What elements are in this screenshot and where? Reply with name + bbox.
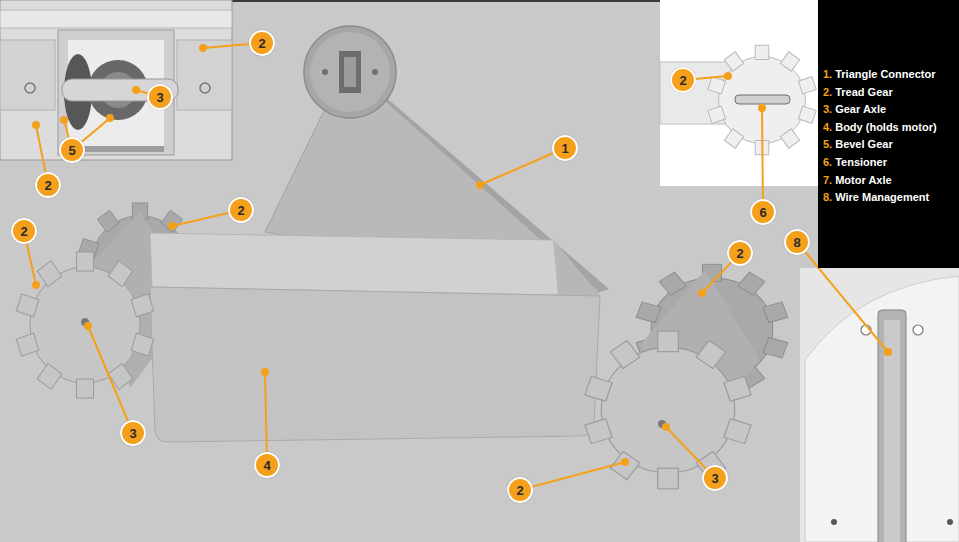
callout-number: 2 xyxy=(249,30,275,56)
callout-number: 2 xyxy=(35,172,61,198)
callout-number: 1 xyxy=(552,135,578,161)
bevel-gear-inset xyxy=(0,0,232,160)
legend-row: 3.Gear Axle xyxy=(823,101,955,119)
legend-number: 4. xyxy=(823,121,832,133)
callout-number: 5 xyxy=(59,137,85,163)
callout-number: 4 xyxy=(254,452,280,478)
callout-number: 2 xyxy=(727,240,753,266)
part-name: Tread Gear xyxy=(835,86,892,98)
callout-label: 3 xyxy=(711,472,718,485)
callout-label: 8 xyxy=(793,236,800,249)
legend-number: 3. xyxy=(823,103,832,115)
callout-label: 2 xyxy=(736,247,743,260)
callout-number: 2 xyxy=(507,477,533,503)
callout-number: 3 xyxy=(147,84,173,110)
legend-number: 5. xyxy=(823,138,832,150)
front-gears xyxy=(16,252,751,489)
callout-number: 2 xyxy=(11,218,37,244)
callout-label: 3 xyxy=(129,427,136,440)
callout-label: 2 xyxy=(258,37,265,50)
callout-number: 3 xyxy=(702,465,728,491)
body-box xyxy=(150,233,600,442)
legend-row: 8.Wire Management xyxy=(823,189,955,207)
part-name: Tensioner xyxy=(835,156,887,168)
legend-row: 6.Tensioner xyxy=(823,154,955,172)
callout-number: 3 xyxy=(120,420,146,446)
callout-label: 2 xyxy=(516,484,523,497)
legend-row: 2.Tread Gear xyxy=(823,84,955,102)
part-name: Triangle Connector xyxy=(835,68,935,80)
part-name: Gear Axle xyxy=(835,103,886,115)
legend-number: 1. xyxy=(823,68,832,80)
leader-lines xyxy=(24,43,891,490)
callout-label: 2 xyxy=(44,179,51,192)
legend-row: 4.Body (holds motor) xyxy=(823,119,955,137)
callout-label: 6 xyxy=(759,206,766,219)
part-name: Bevel Gear xyxy=(835,138,892,150)
callout-label: 3 xyxy=(156,91,163,104)
legend-number: 2. xyxy=(823,86,832,98)
legend-row: 7.Motor Axle xyxy=(823,172,955,190)
part-name: Body (holds motor) xyxy=(835,121,936,133)
callout-number: 2 xyxy=(670,67,696,93)
wire-management-inset xyxy=(800,268,959,542)
legend-number: 6. xyxy=(823,156,832,168)
legend-panel: 1.Triangle Connector2.Tread Gear3.Gear A… xyxy=(818,0,959,268)
callout-label: 2 xyxy=(237,204,244,217)
legend-number: 7. xyxy=(823,174,832,186)
callout-label: 1 xyxy=(561,142,568,155)
part-name: Motor Axle xyxy=(835,174,891,186)
callout-number: 8 xyxy=(784,229,810,255)
callout-number: 2 xyxy=(228,197,254,223)
callout-label: 5 xyxy=(68,144,75,157)
callout-label: 4 xyxy=(263,459,270,472)
legend-row: 5.Bevel Gear xyxy=(823,136,955,154)
legend-number: 8. xyxy=(823,191,832,203)
part-name: Wire Management xyxy=(835,191,929,203)
callout-label: 2 xyxy=(20,225,27,238)
callout-number: 6 xyxy=(750,199,776,225)
callout-label: 2 xyxy=(679,74,686,87)
legend-row: 1.Triangle Connector xyxy=(823,66,955,84)
tensioner-inset xyxy=(660,0,818,186)
